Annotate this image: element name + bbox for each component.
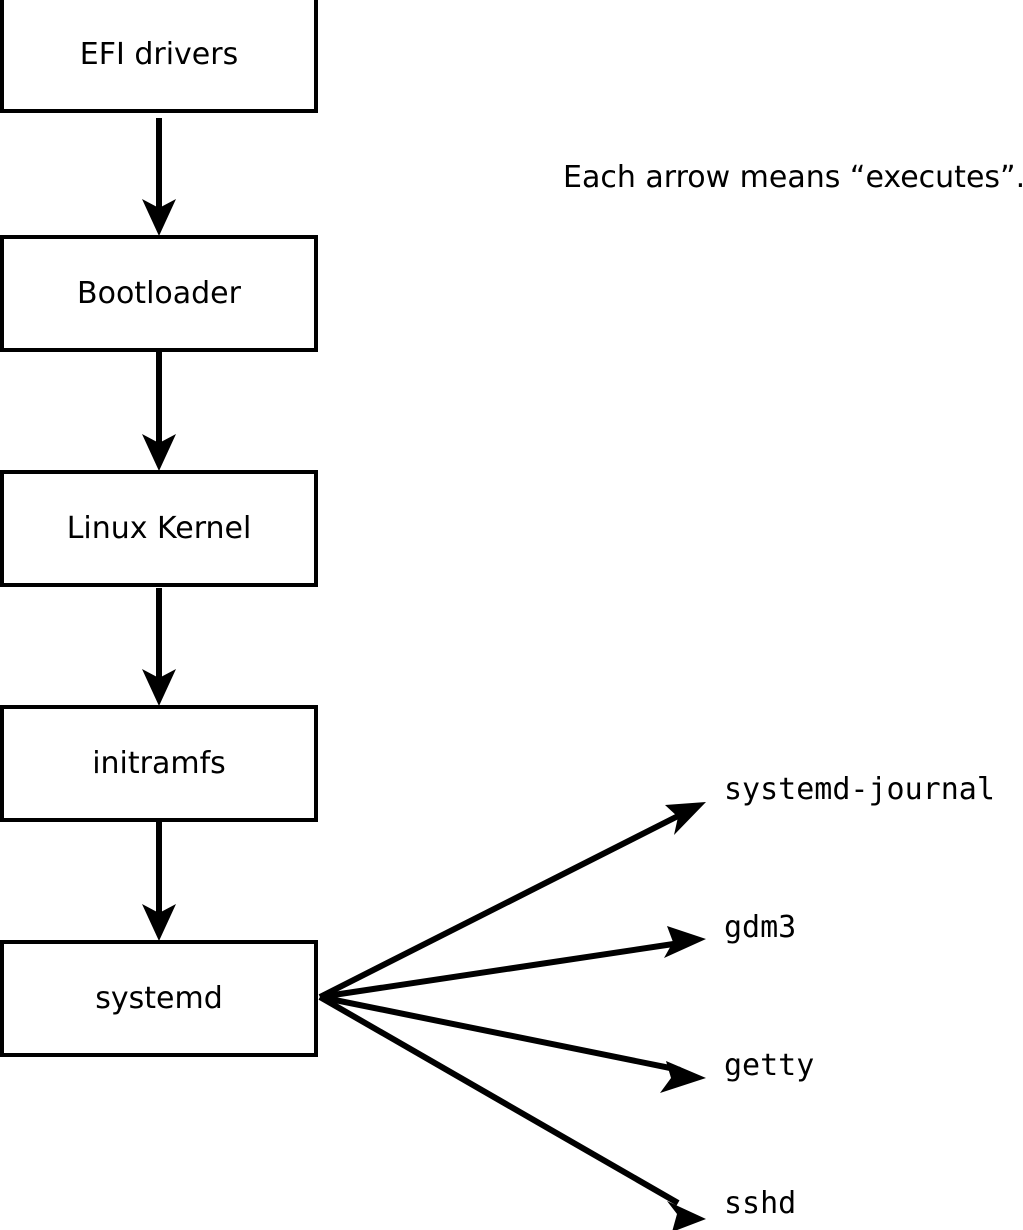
arrow-systemd-to-sshd	[318, 994, 706, 1230]
arrow-systemd-to-systemd-journal	[318, 802, 706, 1000]
node-label-linux-kernel: Linux Kernel	[66, 510, 252, 546]
arrow-kernel-to-initramfs	[142, 588, 176, 706]
arrow-systemd-to-gdm3	[319, 926, 706, 1000]
service-label-gdm3[interactable]: gdm3	[724, 910, 797, 945]
node-systemd[interactable]: systemd	[0, 940, 318, 1057]
node-label-bootloader: Bootloader	[77, 275, 241, 311]
node-linux-kernel[interactable]: Linux Kernel	[0, 470, 318, 587]
node-label-initramfs: initramfs	[92, 745, 226, 781]
caption-each-arrow-means-executes: Each arrow means “executes”.	[563, 160, 1023, 195]
arrow-efi-to-bootloader	[142, 118, 176, 236]
service-label-getty[interactable]: getty	[724, 1048, 815, 1083]
node-initramfs[interactable]: initramfs	[0, 705, 318, 822]
service-label-sshd[interactable]: sshd	[724, 1186, 797, 1221]
service-label-systemd-journal[interactable]: systemd-journal	[724, 772, 995, 807]
node-efi-drivers[interactable]: EFI drivers	[0, 0, 318, 113]
arrow-systemd-to-getty	[319, 994, 706, 1093]
arrow-initramfs-to-systemd	[142, 822, 176, 941]
arrow-bootloader-to-kernel	[142, 352, 176, 471]
node-label-efi-drivers: EFI drivers	[79, 36, 239, 72]
node-bootloader[interactable]: Bootloader	[0, 235, 318, 352]
node-label-systemd: systemd	[95, 980, 223, 1016]
